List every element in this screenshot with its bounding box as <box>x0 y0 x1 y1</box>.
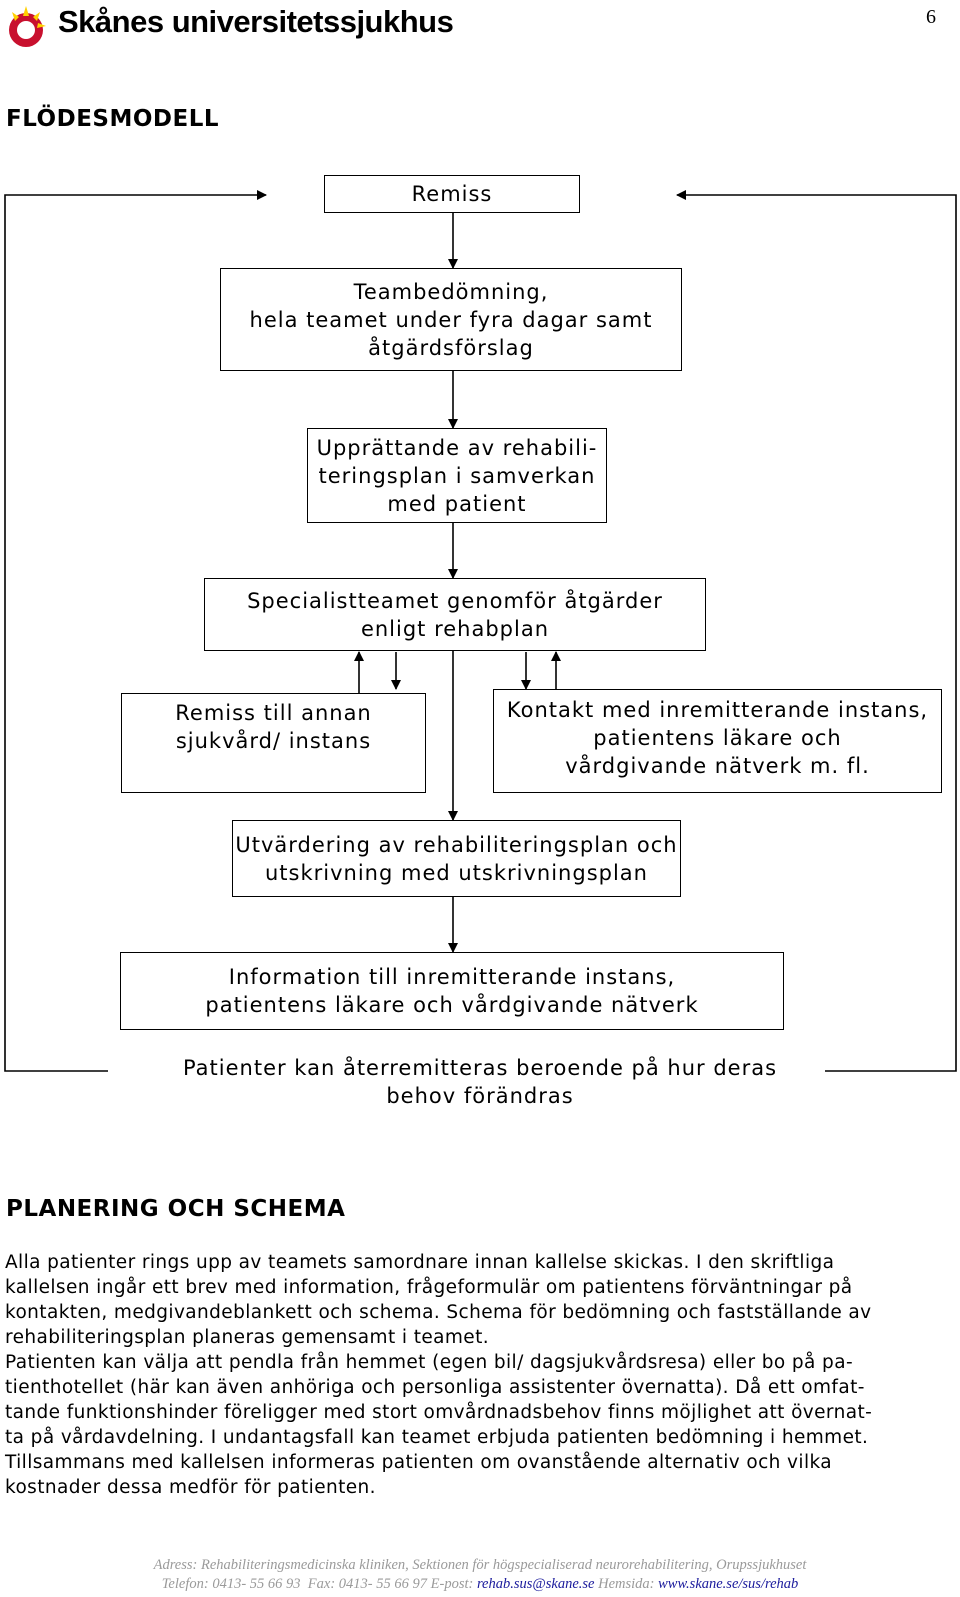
web-label: Hemsida: <box>598 1576 655 1592</box>
footer-address: Adress: Rehabiliteringsmedicinska klinik… <box>0 1556 960 1575</box>
footer-contact: Telefon: 0413- 55 66 93 Fax: 0413- 55 66… <box>0 1575 960 1594</box>
email-label: E-post: <box>430 1576 474 1592</box>
planning-body: Alla patienter rings upp av teamets samo… <box>5 1250 940 1500</box>
logo-icon <box>9 6 46 47</box>
box-remiss-annan-text: Remiss till annan sjukvård/ instans <box>175 701 372 753</box>
email-link[interactable]: rehab.sus@skane.se <box>476 1576 595 1592</box>
box-upprattande: Upprättande av rehabili- teringsplan i s… <box>307 428 607 523</box>
box-information: Information till inremitterande instans,… <box>120 952 784 1030</box>
phone-label: Telefon: <box>161 1576 209 1592</box>
box-teambedomning-text: Teambedömning, hela teamet under fyra da… <box>249 279 653 360</box>
phone-value: 0413- 55 66 93 <box>208 1576 301 1592</box>
box-utvardering: Utvärdering av rehabiliteringsplan och u… <box>232 820 681 897</box>
address-label: Adress: <box>153 1557 198 1573</box>
box-teambedomning: Teambedömning, hela teamet under fyra da… <box>220 268 682 371</box>
fax-label: Fax: <box>307 1576 336 1592</box>
box-utvardering-text: Utvärdering av rehabiliteringsplan och u… <box>235 832 678 885</box>
box-kontakt: Kontakt med inremitterande instans, pati… <box>493 689 942 793</box>
planning-paragraph: Patienten kan välja att pendla från hemm… <box>5 1352 873 1498</box>
fax-value: 0413- 55 66 97 <box>335 1576 428 1592</box>
box-remiss-text: Remiss <box>411 182 493 206</box>
box-kontakt-text: Kontakt med inremitterande instans, pati… <box>506 698 929 778</box>
box-information-text: Information till inremitterande instans,… <box>205 965 699 1017</box>
box-specialistteamet: Specialistteamet genomför åtgärder enlig… <box>204 578 706 651</box>
box-specialistteamet-text: Specialistteamet genomför åtgärder enlig… <box>247 588 663 641</box>
planning-paragraph: Alla patienter rings upp av teamets samo… <box>5 1252 872 1348</box>
website-link[interactable]: www.skane.se/sus/rehab <box>658 1576 799 1592</box>
brand-name: Skånes universitetssjukhus <box>58 4 454 39</box>
planning-heading: PLANERING OCH SCHEMA <box>6 1196 346 1222</box>
address-text: Rehabiliteringsmedicinska kliniken, Sekt… <box>197 1557 807 1573</box>
loop-note: Patienter kan återremitteras beroende på… <box>182 1056 778 1108</box>
flow-heading: FLÖDESMODELL <box>6 106 220 132</box>
box-remiss-annan: Remiss till annan sjukvård/ instans <box>121 693 426 793</box>
box-upprattande-text: Upprättande av rehabili- teringsplan i s… <box>316 435 598 516</box>
box-remiss: Remiss <box>324 175 580 213</box>
page-number: 6 <box>926 6 936 28</box>
